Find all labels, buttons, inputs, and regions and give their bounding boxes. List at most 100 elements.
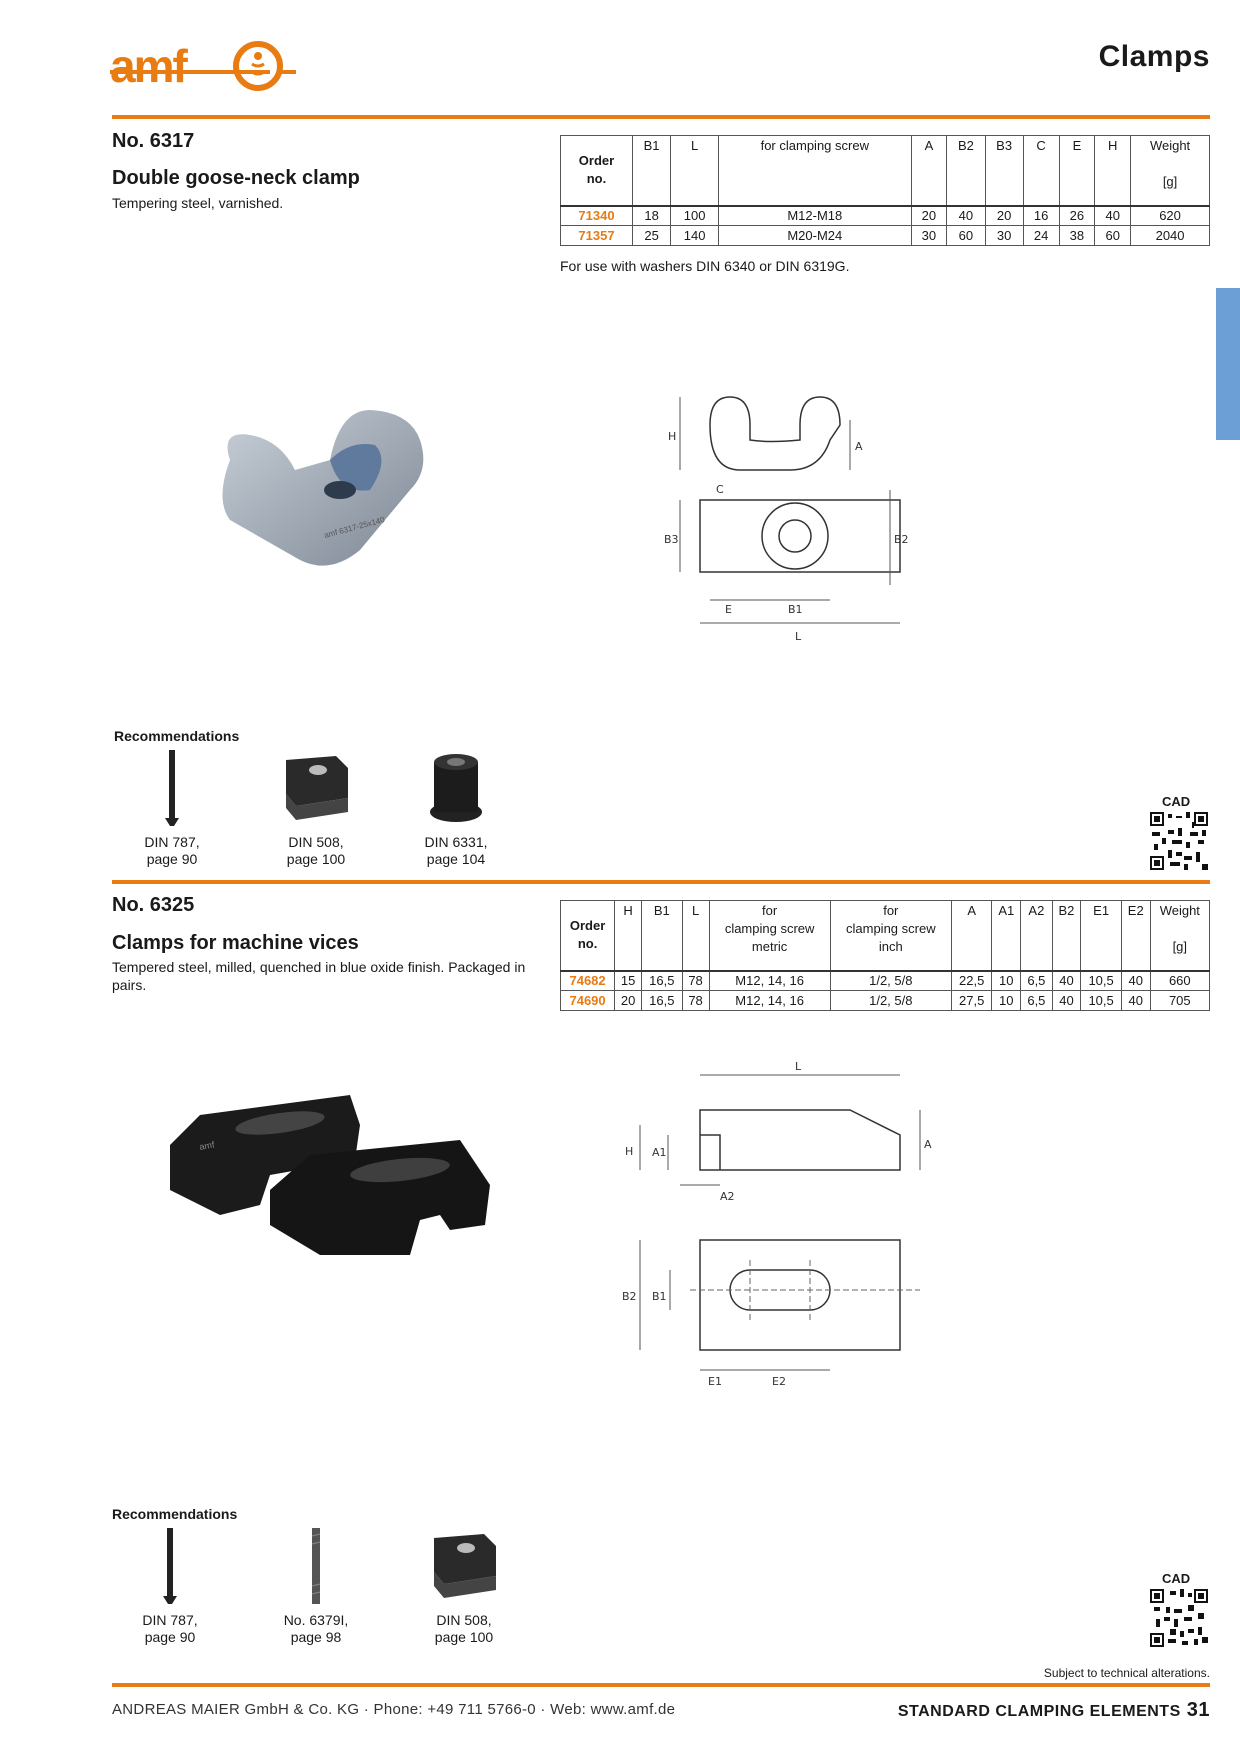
table-cell: 660 <box>1149 970 1211 991</box>
product-description: Tempering steel, varnished. <box>112 195 284 211</box>
page-title: Clamps <box>1098 40 1210 73</box>
column-header: A <box>910 135 948 206</box>
table-cell: 140 <box>670 225 720 246</box>
usage-note: For use with washers DIN 6340 or DIN 631… <box>560 258 850 274</box>
table-cell: 30 <box>910 225 948 246</box>
order-number-link[interactable]: 71340 <box>560 205 633 226</box>
dim-label-b3: B3 <box>664 533 679 546</box>
table-cell: M12-M18 <box>718 205 912 226</box>
recommendation-item[interactable]: DIN 6331, page 104 <box>396 748 516 868</box>
table-cell: 10,5 <box>1080 990 1122 1011</box>
column-header: A1 <box>991 900 1022 971</box>
rec-line2: page 98 <box>290 1629 342 1645</box>
recommendation-item[interactable]: DIN 508, page 100 <box>404 1526 524 1646</box>
bolt-icon <box>163 1528 177 1604</box>
table-cell: 26 <box>1058 205 1096 226</box>
section-tab[interactable] <box>1216 288 1240 440</box>
table-cell: M12, 14, 16 <box>708 990 831 1011</box>
dim-label-a1: A1 <box>652 1146 667 1159</box>
table-cell: 10,5 <box>1080 970 1122 991</box>
table-cell: 100 <box>670 205 720 226</box>
table-cell: 38 <box>1058 225 1096 246</box>
product-name: Clamps for machine vices <box>112 932 359 954</box>
column-header: Weight[g] <box>1149 900 1211 971</box>
column-header: H <box>614 900 643 971</box>
amf-logo: amf <box>110 38 300 94</box>
table-cell: 40 <box>1051 990 1082 1011</box>
rec-line1: DIN 787, <box>142 1612 198 1628</box>
dim-label-a: A <box>924 1138 932 1151</box>
table-cell: 24 <box>1022 225 1060 246</box>
table-cell: 10 <box>991 990 1022 1011</box>
svg-text:amf: amf <box>199 1139 216 1152</box>
recommendation-item[interactable]: DIN 787, page 90 <box>110 1526 230 1646</box>
technical-drawing: H A C B3 B2 E B1 L <box>650 385 940 655</box>
table-cell: 20 <box>910 205 948 226</box>
order-number-link[interactable]: 74682 <box>559 970 616 991</box>
table-cell: 40 <box>946 205 986 226</box>
recommendation-item[interactable]: DIN 787, page 90 <box>112 748 232 868</box>
table-cell: 6,5 <box>1020 970 1053 991</box>
table-cell: 1/2, 5/8 <box>829 990 952 1011</box>
table-cell: 60 <box>946 225 986 246</box>
table-cell: 16 <box>1022 205 1060 226</box>
product-photo: amf <box>160 1095 500 1265</box>
dim-label-b1: B1 <box>652 1290 667 1303</box>
order-number-link[interactable]: 71357 <box>560 225 633 246</box>
t-slot-nut-icon <box>286 756 348 820</box>
threaded-rod-icon <box>311 1528 321 1604</box>
footer-rule <box>112 1683 1210 1687</box>
dim-label-a: A <box>855 440 863 453</box>
qr-code-icon[interactable] <box>1150 812 1208 870</box>
column-header: B3 <box>984 135 1024 206</box>
table-cell: 40 <box>1120 970 1151 991</box>
column-header: B1 <box>631 135 672 206</box>
technical-drawing: L H A1 A A2 B2 B1 E1 E2 <box>620 1060 940 1390</box>
table-cell: 20 <box>984 205 1024 226</box>
recommendation-item[interactable]: DIN 508, page 100 <box>256 748 376 868</box>
column-header: E <box>1058 135 1096 206</box>
table-cell: 2040 <box>1130 225 1210 246</box>
dim-label-l: L <box>795 1060 802 1073</box>
table-cell: 40 <box>1094 205 1132 226</box>
column-header: A2 <box>1020 900 1053 971</box>
product-number: No. 6325 <box>112 894 195 916</box>
table-cell: 16,5 <box>641 970 683 991</box>
table-cell: 40 <box>1051 970 1082 991</box>
rec-line2: page 100 <box>434 1629 494 1645</box>
column-header: H <box>1094 135 1132 206</box>
table-cell: 40 <box>1120 990 1151 1011</box>
rec-line1: DIN 6331, <box>424 834 488 850</box>
table-cell: 1/2, 5/8 <box>829 970 952 991</box>
recommendation-item[interactable]: No. 6379I, page 98 <box>256 1526 376 1646</box>
product-number: No. 6317 <box>112 130 195 152</box>
rec-line1: DIN 787, <box>144 834 200 850</box>
table-cell: 10 <box>991 970 1022 991</box>
qr-code-icon[interactable] <box>1150 1589 1208 1647</box>
table-cell: 60 <box>1094 225 1132 246</box>
dim-label-a2: A2 <box>720 1190 735 1203</box>
column-header: Weight[g] <box>1130 135 1210 206</box>
dim-label-b2: B2 <box>894 533 909 546</box>
dim-label-b1: B1 <box>788 603 803 616</box>
dim-label-b2: B2 <box>622 1290 637 1303</box>
order-number-link[interactable]: 74690 <box>559 990 616 1011</box>
dim-label-e1: E1 <box>708 1375 722 1388</box>
table-cell: 6,5 <box>1020 990 1053 1011</box>
table-cell: 20 <box>614 990 643 1011</box>
dim-label-l: L <box>795 630 802 643</box>
table-cell: 78 <box>681 990 710 1011</box>
rec-line2: page 90 <box>144 1629 196 1645</box>
column-header: B1 <box>641 900 683 971</box>
bolt-icon <box>165 750 179 826</box>
table-cell: 25 <box>631 225 672 246</box>
section-rule <box>112 880 1210 884</box>
table-cell: 18 <box>631 205 672 226</box>
section-name: STANDARD CLAMPING ELEMENTS <box>897 1703 1181 1720</box>
